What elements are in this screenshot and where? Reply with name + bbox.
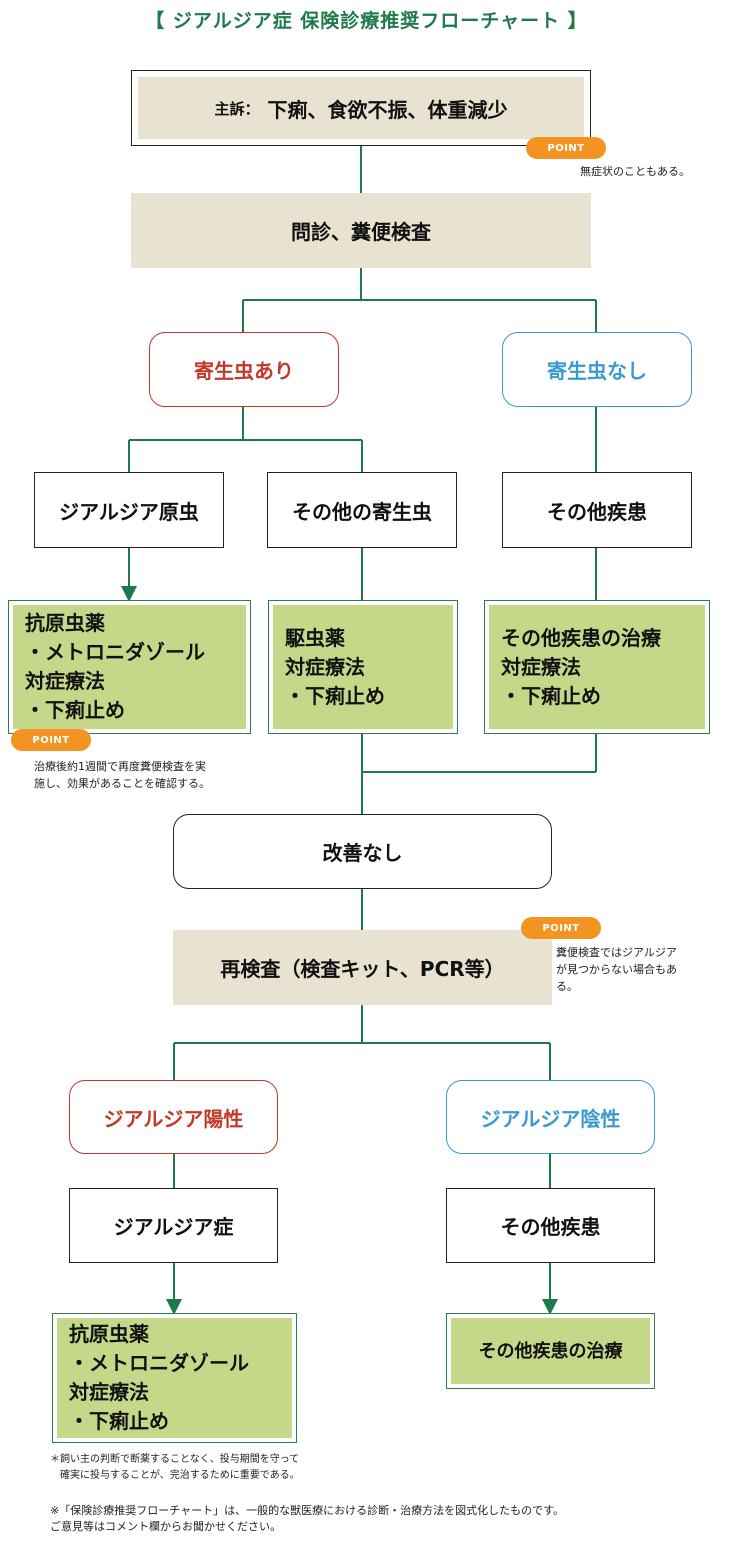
other-disease-box-2: その他疾患 <box>446 1188 655 1263</box>
treatment-line: ・下痢止め <box>501 683 601 708</box>
treatment-line: 対症療法 <box>25 669 105 693</box>
chief-complaint-text: 下痢、食欲不振、体重減少 <box>267 97 508 122</box>
treatment-line: ・下痢止め <box>69 1409 169 1433</box>
note-line: ＊飼い主の判断で断薬することなく、投与期間を守って <box>50 1454 300 1465</box>
no-improvement-node: 改善なし <box>173 814 552 889</box>
treatment-line: 対症療法 <box>501 654 581 679</box>
treatment-other-parasite-box: 駆虫薬 対症療法 ・下痢止め <box>268 600 458 734</box>
treatment-other-disease-box-2: その他疾患の治療 <box>446 1313 655 1389</box>
chart-title: 【 ジアルジア症 保険診療推奨フローチャート 】 <box>145 10 588 32</box>
disclaimer-line: ご意見等はコメント欄からお聞かせください。 <box>50 1520 281 1533</box>
note-line: 治療後約1週間で再度糞便検査を実 <box>34 760 206 773</box>
parasite-negative-node: 寄生虫なし <box>502 332 692 407</box>
point-note-fecal: 糞便検査ではジアルジア が見つからない場合もあ る。 <box>556 944 726 995</box>
giardiasis-box: ジアルジア症 <box>69 1188 278 1263</box>
treatment-line: ・メトロニダゾール <box>69 1351 249 1375</box>
disclaimer-line: ※「保険診療推奨フローチャート」は、一般的な獣医療における診断・治療方法を図式化… <box>50 1504 565 1517</box>
note-line: る。 <box>556 980 578 993</box>
giardia-positive-node: ジアルジア陽性 <box>69 1080 278 1154</box>
treatment-giardia-box-1: 抗原虫薬 ・メトロニダゾール 対症療法 ・下痢止め <box>8 600 251 734</box>
giardia-negative-node: ジアルジア陰性 <box>446 1080 655 1154</box>
treatment-line: ・下痢止め <box>285 683 385 708</box>
giardia-protozoa-box: ジアルジア原虫 <box>34 472 224 548</box>
point-badge: POINT <box>526 137 606 159</box>
dosing-footnote: ＊飼い主の判断で断薬することなく、投与期間を守って 確実に投与することが、完治す… <box>50 1452 340 1484</box>
point-badge: POINT <box>11 729 91 751</box>
treatment-line: その他疾患の治療 <box>501 625 661 650</box>
treatment-line: ・下痢止め <box>25 698 125 722</box>
treatment-line: 抗原虫薬 <box>69 1322 149 1346</box>
treatment-giardia-box-2: 抗原虫薬 ・メトロニダゾール 対症療法 ・下痢止め <box>52 1313 297 1443</box>
parasite-positive-node: 寄生虫あり <box>149 332 339 407</box>
note-line: 施し、効果があることを確認する。 <box>34 777 210 790</box>
other-disease-box-1: その他疾患 <box>502 472 692 548</box>
disclaimer: ※「保険診療推奨フローチャート」は、一般的な獣医療における診断・治療方法を図式化… <box>50 1503 720 1535</box>
note-line: 糞便検査ではジアルジア <box>556 946 677 959</box>
treatment-line: 対症療法 <box>69 1380 149 1404</box>
treatment-other-disease-text: その他疾患の治療 <box>451 1318 650 1384</box>
treatment-other-disease-box-1: その他疾患の治療 対症療法 ・下痢止め <box>484 600 710 734</box>
treatment-line: 駆虫薬 <box>285 625 345 650</box>
chief-complaint-box: 主訴： 下痢、食欲不振、体重減少 <box>131 70 591 146</box>
retest-box: 再検査（検査キット、PCR等） <box>173 930 552 1005</box>
point-note-recheck: 治療後約1週間で再度糞便検査を実 施し、効果があることを確認する。 <box>34 758 274 792</box>
treatment-line: ・メトロニダゾール <box>25 640 205 664</box>
exam-box: 問診、糞便検査 <box>131 193 591 268</box>
point-badge: POINT <box>521 917 601 939</box>
other-parasites-box: その他の寄生虫 <box>267 472 457 548</box>
point-note-asymptomatic: 無症状のこともある。 <box>580 165 690 178</box>
treatment-line: 対症療法 <box>285 654 365 679</box>
note-line: が見つからない場合もあ <box>556 963 677 976</box>
chief-complaint-label: 主訴： <box>214 99 260 118</box>
note-line: 確実に投与することが、完治するために重要である。 <box>50 1470 300 1481</box>
treatment-line: 抗原虫薬 <box>25 611 105 635</box>
